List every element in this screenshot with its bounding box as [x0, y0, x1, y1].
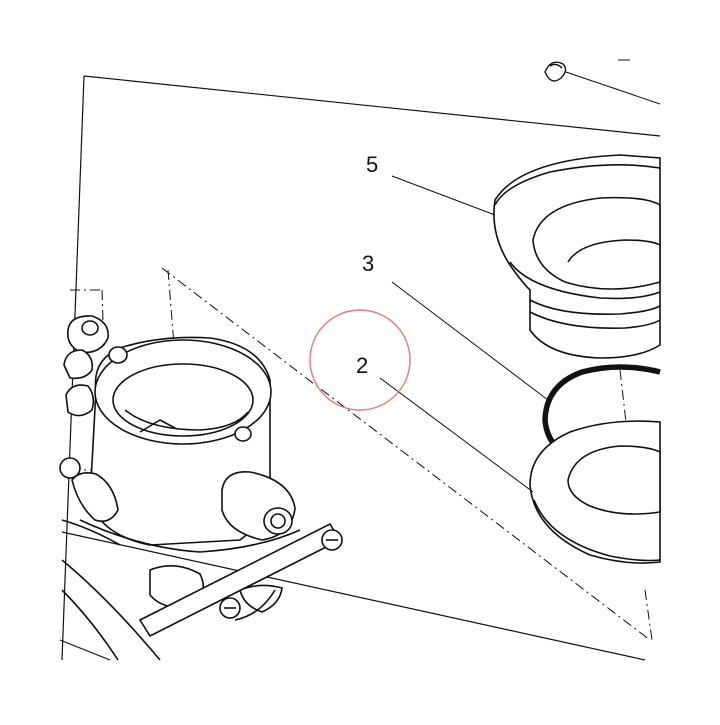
callout-2: 2	[356, 353, 368, 378]
highlight-circle	[309, 309, 411, 411]
callout-labels: 5 3 2	[356, 152, 378, 378]
part-5-boot	[493, 154, 661, 359]
callout-3: 3	[362, 251, 374, 276]
throttle-body	[59, 315, 343, 661]
callout-5: 5	[366, 152, 378, 177]
leader-lines	[379, 175, 549, 493]
small-clip-part	[544, 59, 661, 105]
part-2-seal	[529, 420, 661, 564]
